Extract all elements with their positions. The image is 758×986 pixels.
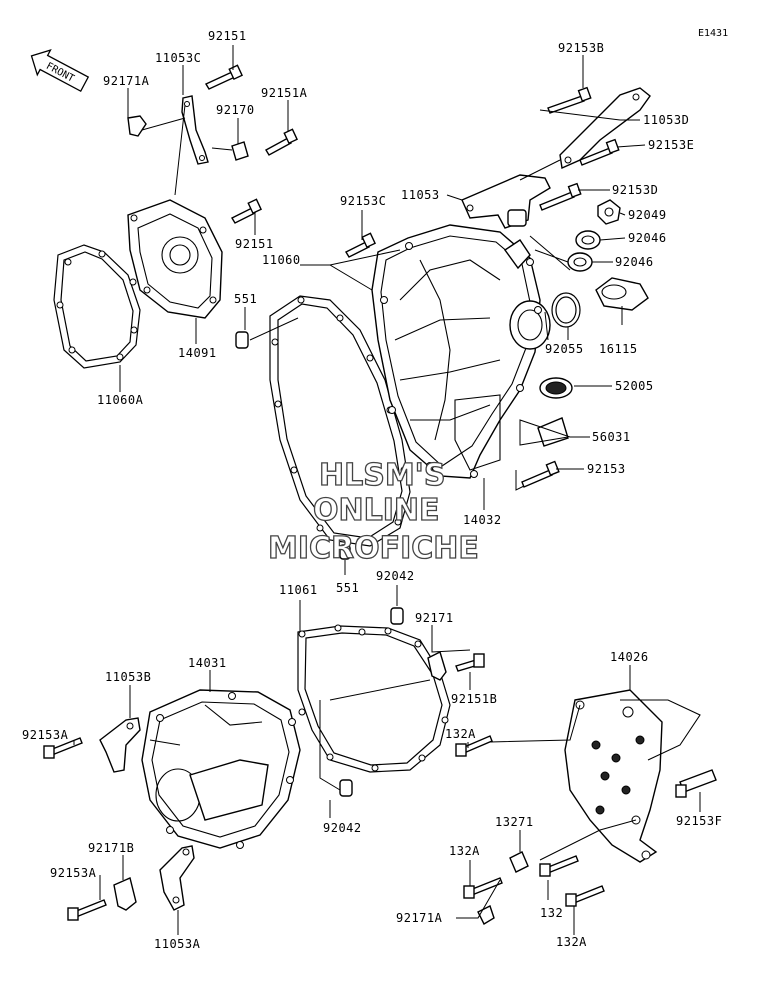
bolt-132: [539, 855, 579, 877]
collar-92170: [231, 141, 249, 161]
diagram-code: E1431: [698, 28, 728, 39]
bolt-92153D: [539, 182, 582, 211]
bolt-92153B: [547, 86, 592, 114]
gasket-11060A: [53, 244, 141, 369]
label-551-top: 551: [234, 292, 257, 306]
label-92042-bottom: 92042: [323, 821, 362, 835]
label-551-bottom: 551: [336, 581, 359, 595]
label-14026: 14026: [610, 650, 649, 664]
o-ring-92055: [551, 292, 581, 328]
label-92153E: 92153E: [648, 138, 694, 152]
clip-92171B: [113, 877, 137, 911]
label-92171A-bottom: 92171A: [396, 911, 443, 925]
label-56031: 56031: [592, 430, 631, 444]
bolt-132A-mid: [463, 877, 503, 899]
label-92151-mid: 92151: [235, 237, 274, 251]
watermark: HLSM'S ONLINE MICROFICHE: [267, 457, 479, 566]
watermark-line-1: HLSM'S: [319, 458, 445, 493]
bolt-132A-top: [455, 735, 493, 757]
label-92171A-top: 92171A: [103, 74, 150, 88]
generator-cover-14031: [141, 689, 301, 849]
label-92153B: 92153B: [558, 41, 604, 55]
label-11053D: 11053D: [643, 113, 689, 127]
bracket-11053C: [181, 95, 209, 165]
label-92046-b: 92046: [615, 255, 654, 269]
bracket-11053A: [159, 845, 195, 911]
gasket-11061: [297, 624, 451, 773]
nut-92049: [597, 199, 621, 225]
plate-13271: [509, 851, 529, 873]
dowel-92042-top: [390, 607, 404, 625]
label-92153A-top: 92153A: [22, 728, 69, 742]
label-92171B: 92171B: [88, 841, 134, 855]
front-arrow-icon: FRONT: [30, 49, 90, 93]
label-92153C: 92153C: [340, 194, 386, 208]
cap-16115: [595, 277, 649, 311]
clip-92171: [427, 651, 447, 681]
label-92171: 92171: [415, 611, 454, 625]
bolt-92153: [521, 460, 560, 488]
bolt-92153C: [345, 232, 376, 258]
watermark-line-3: MICROFICHE: [268, 531, 479, 566]
label-132A-mid: 132A: [449, 844, 480, 858]
bolt-92151B: [455, 653, 485, 672]
clip-92171A-bottom: [477, 905, 495, 925]
label-92042-top: 92042: [376, 569, 415, 583]
label-11053A: 11053A: [154, 937, 201, 951]
plate-56031: [537, 417, 569, 447]
label-52005: 52005: [615, 379, 654, 393]
label-16115: 16115: [599, 342, 638, 356]
label-11060A: 11060A: [97, 393, 144, 407]
label-92153F: 92153F: [676, 814, 722, 828]
label-14031: 14031: [188, 656, 227, 670]
label-11053C: 11053C: [155, 51, 201, 65]
label-92151-top: 92151: [208, 29, 247, 43]
bolt-92151-mid: [231, 198, 262, 224]
label-132A-top: 132A: [445, 727, 476, 741]
label-11060: 11060: [262, 253, 301, 267]
seal-52005: [539, 377, 573, 399]
bolt-92151-top: [204, 64, 243, 90]
label-92151B: 92151B: [451, 692, 497, 706]
dowel-551-top: [235, 331, 249, 349]
clutch-cover-14032: [371, 224, 551, 479]
cover-14091: [127, 199, 223, 319]
label-92153D: 92153D: [612, 183, 658, 197]
label-13271: 13271: [495, 815, 534, 829]
label-132: 132: [540, 906, 563, 920]
bolt-92153A-bottom: [67, 899, 107, 921]
bracket-11053B: [99, 717, 141, 773]
bracket-11053D: [559, 87, 651, 170]
dowel-92042-bottom: [339, 779, 353, 797]
label-92049: 92049: [628, 208, 667, 222]
cover-14026: [564, 689, 701, 863]
label-14091: 14091: [178, 346, 217, 360]
clip-92171A-top: [127, 115, 147, 137]
label-92055: 92055: [545, 342, 584, 356]
label-92153: 92153: [587, 462, 626, 476]
label-14032: 14032: [463, 513, 502, 527]
watermark-line-2: ONLINE: [313, 493, 440, 528]
bearing-92046-b: [567, 252, 593, 272]
bracket-11053: [461, 174, 551, 229]
bearing-92046-a: [575, 230, 601, 250]
bolt-92151A: [265, 128, 298, 156]
label-92046-a: 92046: [628, 231, 667, 245]
label-92151A: 92151A: [261, 86, 308, 100]
label-11053: 11053: [401, 188, 440, 202]
collar-92153F: [675, 769, 717, 798]
label-11053B: 11053B: [105, 670, 151, 684]
dowel-551-bottom: [339, 544, 351, 560]
label-92153A-bottom: 92153A: [50, 866, 97, 880]
leader-lines-lower: [73, 560, 701, 935]
gasket-11060: [269, 295, 411, 547]
label-92170: 92170: [216, 103, 255, 117]
bolt-92153E: [579, 138, 620, 166]
label-132A-bottom: 132A: [556, 935, 587, 949]
leader-lines-upper: [119, 45, 646, 510]
label-11061: 11061: [279, 583, 318, 597]
bolt-132A-bottom: [565, 885, 605, 907]
